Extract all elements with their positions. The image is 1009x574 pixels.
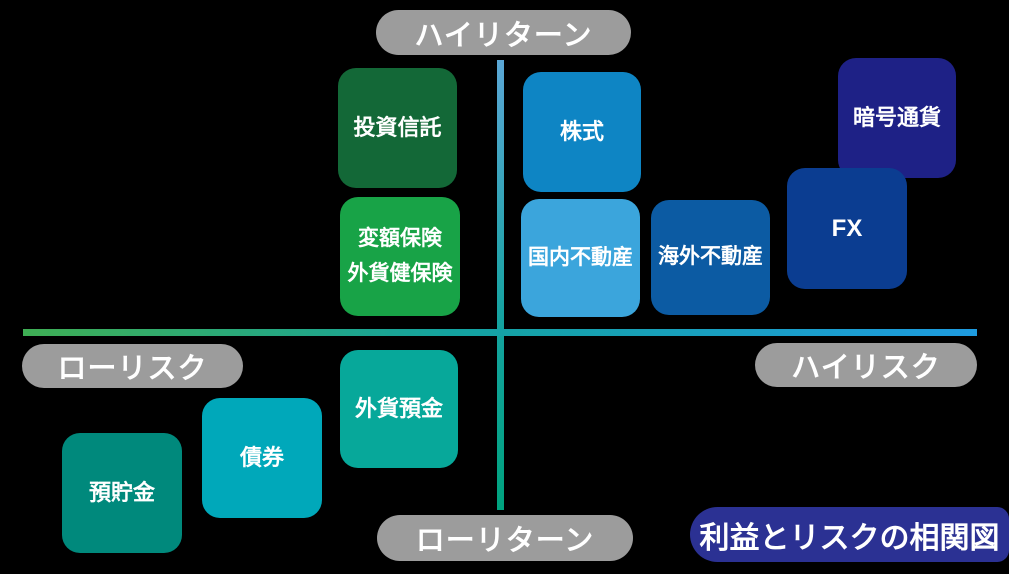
box-stocks: 株式 xyxy=(523,72,641,192)
return-axis-line xyxy=(497,60,504,510)
box-label: 預貯金 xyxy=(88,479,155,505)
diagram-title: 利益とリスクの相関図 xyxy=(690,507,1009,562)
box-foreign-currency-deposit: 外貨預金 xyxy=(340,350,458,468)
box-label: 外貨預金 xyxy=(354,395,443,421)
label-high-return: ハイリターン xyxy=(376,10,631,55)
box-label: 国内不動産 xyxy=(528,245,633,269)
label-low-risk: ローリスク xyxy=(22,344,243,388)
box-label-line2: 外貨健保険 xyxy=(347,261,453,285)
box-bonds: 債券 xyxy=(202,398,322,518)
box-cryptocurrency: 暗号通貨 xyxy=(838,58,956,178)
box-label: 投資信託 xyxy=(353,114,442,140)
box-variable-insurance: 変額保険 外貨健保険 xyxy=(340,197,460,316)
label-high-risk: ハイリスク xyxy=(755,343,977,387)
box-label: 債券 xyxy=(239,444,284,470)
label-low-return: ローリターン xyxy=(377,515,633,561)
box-label: 海外不動産 xyxy=(658,245,763,269)
box-overseas-real-estate: 海外不動産 xyxy=(651,200,770,315)
box-label-line1: 変額保険 xyxy=(358,226,442,250)
box-savings: 預貯金 xyxy=(62,433,182,553)
box-fx: FX xyxy=(787,168,907,289)
box-domestic-real-estate: 国内不動産 xyxy=(521,199,640,317)
box-label: FX xyxy=(831,214,863,242)
box-label: 株式 xyxy=(559,118,604,144)
box-label: 暗号通貨 xyxy=(852,104,941,130)
box-investment-trust: 投資信託 xyxy=(338,68,457,188)
risk-axis-line xyxy=(23,329,977,336)
